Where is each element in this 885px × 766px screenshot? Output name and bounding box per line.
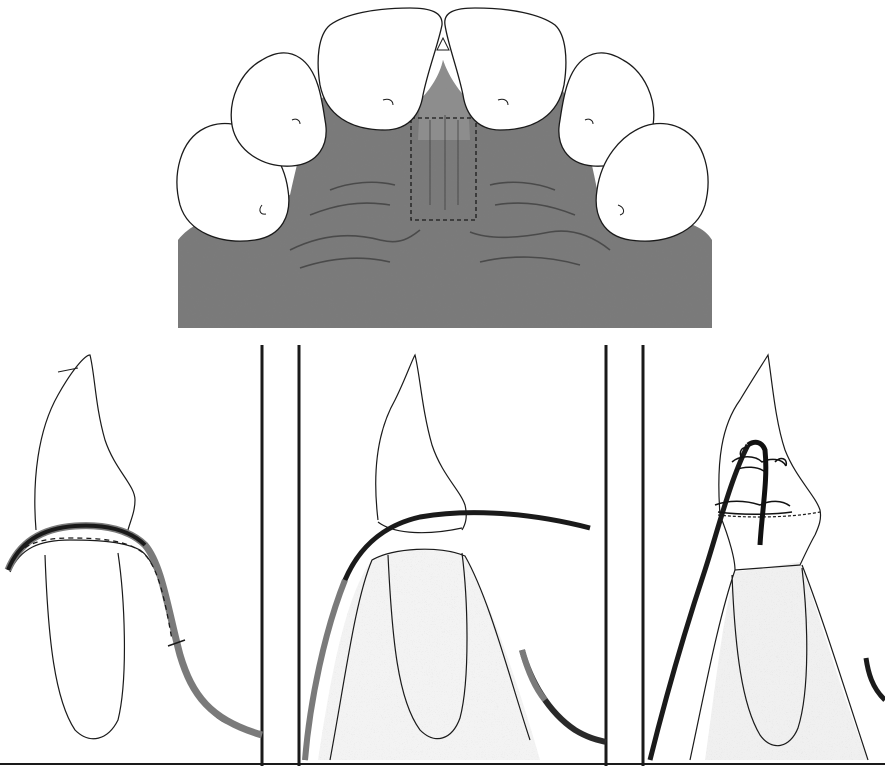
gingiva-3 [720, 515, 815, 570]
root-1 [45, 553, 124, 739]
gingiva-1 [10, 540, 262, 732]
panel-incision [8, 355, 262, 739]
incision-band-1 [8, 526, 262, 735]
flap-end-3 [866, 658, 885, 700]
crown-3 [719, 355, 821, 535]
flap-end-2 [522, 650, 606, 742]
suture-thread [748, 442, 766, 545]
top-arch-view [177, 8, 712, 328]
crown-2 [376, 355, 467, 530]
panel-flap [299, 355, 606, 766]
crown-1 [35, 355, 135, 530]
lateral-incisor-left [231, 53, 326, 166]
panel-sutured [643, 355, 885, 766]
